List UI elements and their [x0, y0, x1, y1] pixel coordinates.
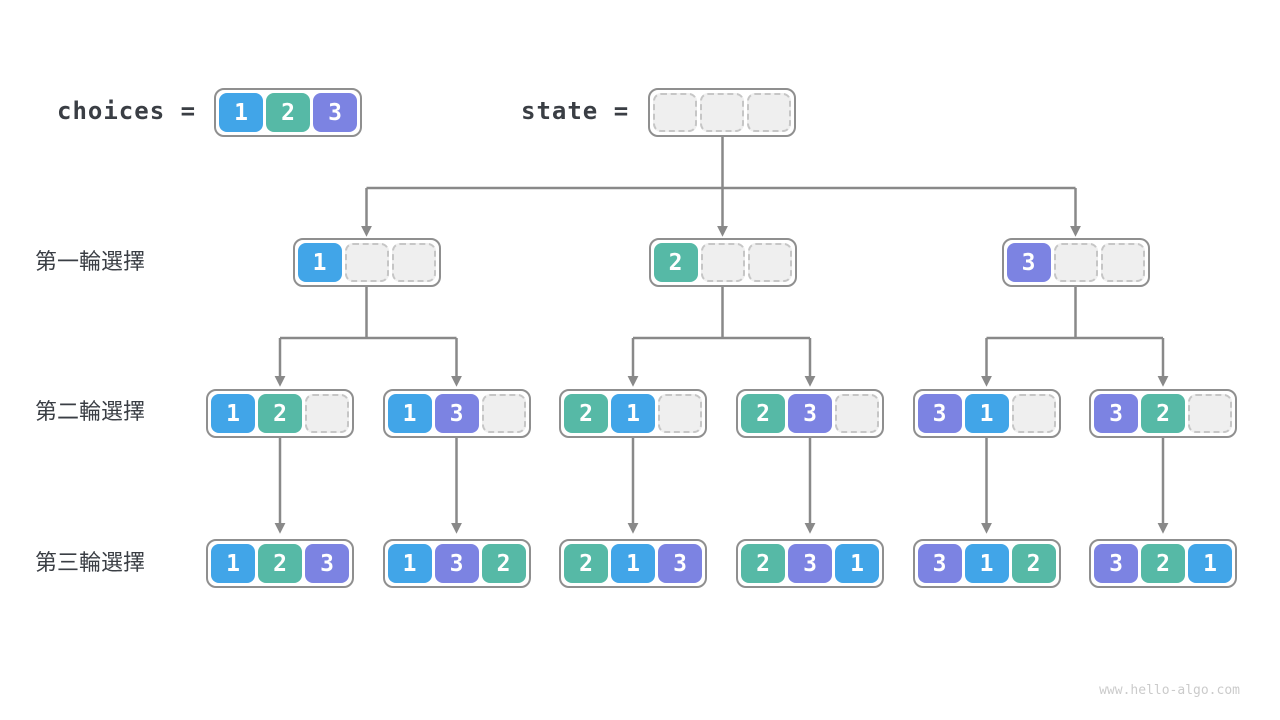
- value-cell-1: 1: [611, 544, 655, 583]
- state-label: state =: [521, 97, 630, 125]
- value-cell-2: 2: [564, 544, 608, 583]
- value-cell-1: 1: [964, 544, 1009, 583]
- level1-node-1: 1: [292, 238, 441, 287]
- row-label-round-1: 第一輪選擇: [35, 250, 146, 275]
- value-cell-2: 2: [1141, 394, 1185, 433]
- value-cell-1: 1: [835, 544, 879, 583]
- empty-cell: [1053, 243, 1098, 282]
- empty-cell: [1100, 243, 1145, 282]
- value-cell-3: 3: [434, 394, 479, 433]
- value-cell-2: 2: [1141, 544, 1185, 583]
- value-cell-3: 3: [1094, 394, 1138, 433]
- row-label-round-3: 第三輪選擇: [35, 551, 146, 576]
- value-cell-3: 3: [313, 93, 357, 132]
- value-cell-3: 3: [788, 544, 832, 583]
- value-cell-3: 3: [917, 394, 962, 433]
- state-array: [648, 88, 796, 137]
- value-cell-3: 3: [305, 544, 349, 583]
- value-cell-2: 2: [653, 243, 698, 282]
- value-cell-2: 2: [258, 544, 302, 583]
- empty-cell: [835, 394, 879, 433]
- value-cell-2: 2: [481, 544, 526, 583]
- value-cell-1: 1: [387, 394, 432, 433]
- value-cell-3: 3: [1006, 243, 1051, 282]
- empty-cell: [481, 394, 526, 433]
- empty-cell: [344, 243, 389, 282]
- watermark: www.hello-algo.com: [1099, 683, 1240, 698]
- value-cell-1: 1: [211, 394, 255, 433]
- level1-node-2: 2: [648, 238, 797, 287]
- value-cell-1: 1: [964, 394, 1009, 433]
- level1-node-3: 3: [1001, 238, 1150, 287]
- value-cell-2: 2: [266, 93, 310, 132]
- empty-cell: [747, 243, 792, 282]
- empty-cell: [700, 243, 745, 282]
- value-cell-1: 1: [1188, 544, 1232, 583]
- value-cell-2: 2: [258, 394, 302, 433]
- row-label-round-2: 第二輪選擇: [35, 400, 146, 425]
- value-cell-2: 2: [741, 544, 785, 583]
- value-cell-3: 3: [434, 544, 479, 583]
- value-cell-3: 3: [1094, 544, 1138, 583]
- value-cell-1: 1: [611, 394, 655, 433]
- empty-cell: [653, 93, 697, 132]
- empty-cell: [700, 93, 744, 132]
- choices-label: choices =: [57, 97, 197, 125]
- value-cell-2: 2: [741, 394, 785, 433]
- empty-cell: [1011, 394, 1056, 433]
- empty-cell: [1188, 394, 1232, 433]
- value-cell-3: 3: [917, 544, 962, 583]
- empty-cell: [658, 394, 702, 433]
- empty-cell: [391, 243, 436, 282]
- empty-cell: [305, 394, 349, 433]
- value-cell-1: 1: [387, 544, 432, 583]
- empty-cell: [747, 93, 791, 132]
- value-cell-2: 2: [1011, 544, 1056, 583]
- value-cell-1: 1: [297, 243, 342, 282]
- value-cell-2: 2: [564, 394, 608, 433]
- value-cell-3: 3: [788, 394, 832, 433]
- value-cell-1: 1: [219, 93, 263, 132]
- value-cell-1: 1: [211, 544, 255, 583]
- value-cell-3: 3: [658, 544, 702, 583]
